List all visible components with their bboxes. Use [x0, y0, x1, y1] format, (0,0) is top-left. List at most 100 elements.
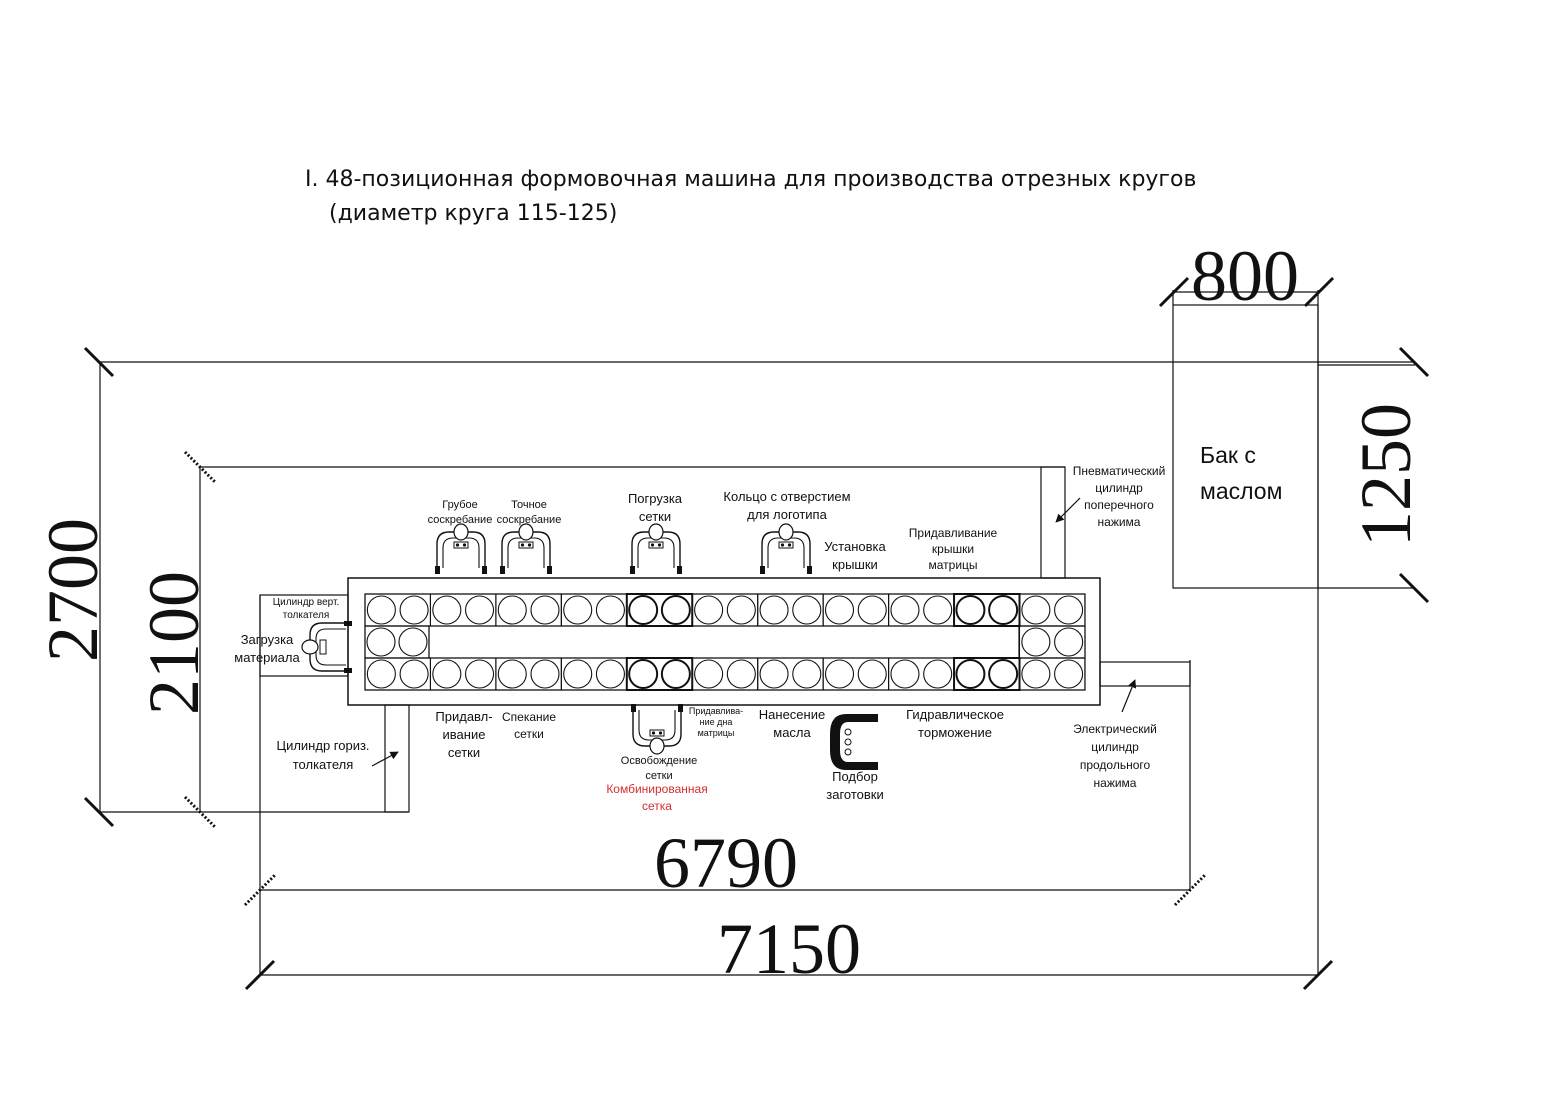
- horizontal-pusher-label-line-2: толкателя: [293, 757, 354, 772]
- robot-gripper-icon: [500, 523, 552, 574]
- station-cell: [560, 657, 628, 691]
- material-loading-label-line-1: Загрузка: [241, 632, 294, 647]
- dimension-ticks: [83, 276, 1430, 991]
- mold-circle: [955, 659, 986, 689]
- station-cell: [757, 593, 824, 627]
- bottom-press-label-line-3: матрицы: [698, 728, 735, 738]
- mold-circle: [824, 659, 855, 689]
- mesh-loading-label-line-2: сетки: [639, 509, 671, 524]
- mold-circle: [792, 595, 822, 625]
- material-loading-label-line-2: материала: [234, 650, 300, 665]
- mold-circle: [497, 659, 527, 689]
- oil-application-label-line-2: масла: [773, 725, 811, 740]
- mold-circle: [857, 595, 887, 625]
- electric-cylinder-body: [1099, 661, 1191, 687]
- station-cell: [429, 657, 497, 691]
- mold-circle: [563, 595, 593, 625]
- robot-gripper-icon: [435, 523, 487, 574]
- mold-circle: [857, 659, 887, 689]
- hydraulic-braking-label-line-1: Гидравлическое: [906, 707, 1004, 722]
- horizontal-pusher-post: [384, 704, 410, 813]
- station-cell: [822, 657, 890, 691]
- blank-pickup-label-line-1: Подбор: [832, 769, 878, 784]
- mold-circle: [923, 659, 953, 689]
- fine-scraping-label-line-1: Точное: [511, 499, 547, 511]
- inner-frame: [199, 466, 1191, 891]
- mold-circle: [694, 659, 724, 689]
- dim-1250: 1250: [1346, 403, 1426, 547]
- sintering-label-line-1: Спекание: [502, 710, 556, 724]
- station-cell: [691, 657, 759, 691]
- station-cell: [364, 657, 431, 691]
- robot-grippers: [301, 523, 812, 755]
- logo-ring-label-line-2: для логотипа: [747, 507, 827, 522]
- station-cell: [1018, 625, 1086, 659]
- mold-circle: [398, 627, 428, 657]
- dimension-ticks-dashed: [183, 450, 1207, 907]
- station-cell: [888, 657, 955, 691]
- cap-press-label-line-2: крышки: [932, 542, 974, 556]
- mold-circle: [660, 595, 691, 625]
- dim-2700: 2700: [33, 518, 113, 662]
- mold-circle: [563, 659, 593, 689]
- mold-circle: [726, 659, 756, 689]
- dim-7150: 7150: [717, 909, 861, 989]
- dim-800: 800: [1191, 236, 1299, 316]
- oil-application-label-line-1: Нанесение: [759, 707, 825, 722]
- electric-cylinder-label-line-2: цилиндр: [1091, 740, 1139, 754]
- mold-circle: [1054, 627, 1084, 657]
- mold-circle: [432, 659, 462, 689]
- mold-circle: [1021, 627, 1051, 657]
- vertical-pusher-label-line-2: толкателя: [283, 610, 330, 621]
- pneumatic-cylinder-label-line-2: цилиндр: [1095, 481, 1143, 495]
- station-cell: [1018, 593, 1086, 627]
- pneumatic-cylinder-label-line-1: Пневматический: [1073, 464, 1166, 478]
- horizontal-pusher-label-line-1: Цилиндр гориз.: [276, 738, 369, 753]
- station-cell: [888, 593, 955, 627]
- pneumatic-arrow-icon: [1055, 497, 1081, 523]
- mesh-loading-label-line-1: Погрузка: [628, 491, 683, 506]
- electric-cylinder-label-line-3: продольного: [1080, 758, 1151, 772]
- mold-circle: [1021, 595, 1051, 625]
- cap-press-label-line-3: матрицы: [928, 558, 977, 572]
- station-cell: [625, 657, 694, 691]
- mold-circle: [988, 595, 1019, 625]
- mold-circle: [530, 595, 560, 625]
- combined-mesh-label-line-2: сетка: [642, 799, 672, 813]
- tank-label-line-1: Бак с: [1200, 442, 1256, 468]
- mold-circle: [628, 595, 659, 625]
- mesh-pressing-label-line-1: Придавл-: [435, 709, 492, 724]
- track-center: [428, 625, 1020, 659]
- mold-circle: [955, 595, 986, 625]
- combined-mesh-label-line-1: Комбинированная: [606, 782, 707, 796]
- mold-circle: [759, 659, 789, 689]
- station-cell: [429, 593, 497, 627]
- mold-circle: [366, 595, 396, 625]
- cap-install-label-line-2: крышки: [832, 557, 878, 572]
- mesh-release-label-line-1: Освобождение: [621, 755, 697, 767]
- station-cell: [625, 593, 694, 627]
- mold-circle: [923, 595, 953, 625]
- pneumatic-cylinder-label-line-3: поперечного: [1084, 498, 1154, 512]
- mold-circle: [399, 595, 429, 625]
- logo-ring-label-line-1: Кольцо с отверстием: [723, 489, 850, 504]
- station-cell: [953, 593, 1021, 627]
- mold-circle: [660, 659, 691, 689]
- cap-install-label-line-1: Установка: [824, 539, 886, 554]
- hydraulic-braking-label-line-2: торможение: [918, 725, 992, 740]
- mold-circle: [759, 595, 789, 625]
- blank-pickup-label-line-2: заготовки: [826, 787, 883, 802]
- station-cells: [364, 593, 1086, 691]
- mold-circle: [1021, 659, 1051, 689]
- oil-tank: [1172, 304, 1319, 589]
- station-cell: [757, 657, 824, 691]
- station-cell: [953, 657, 1021, 691]
- station-cell: [1018, 657, 1086, 691]
- mold-circle: [595, 595, 625, 625]
- mesh-release-label-line-2: сетки: [645, 770, 672, 782]
- mold-circle: [432, 595, 462, 625]
- mold-circle: [464, 659, 495, 689]
- horizontal-pusher-arrow-icon: [371, 751, 399, 767]
- mold-circle: [595, 659, 625, 689]
- mold-circle: [366, 659, 396, 689]
